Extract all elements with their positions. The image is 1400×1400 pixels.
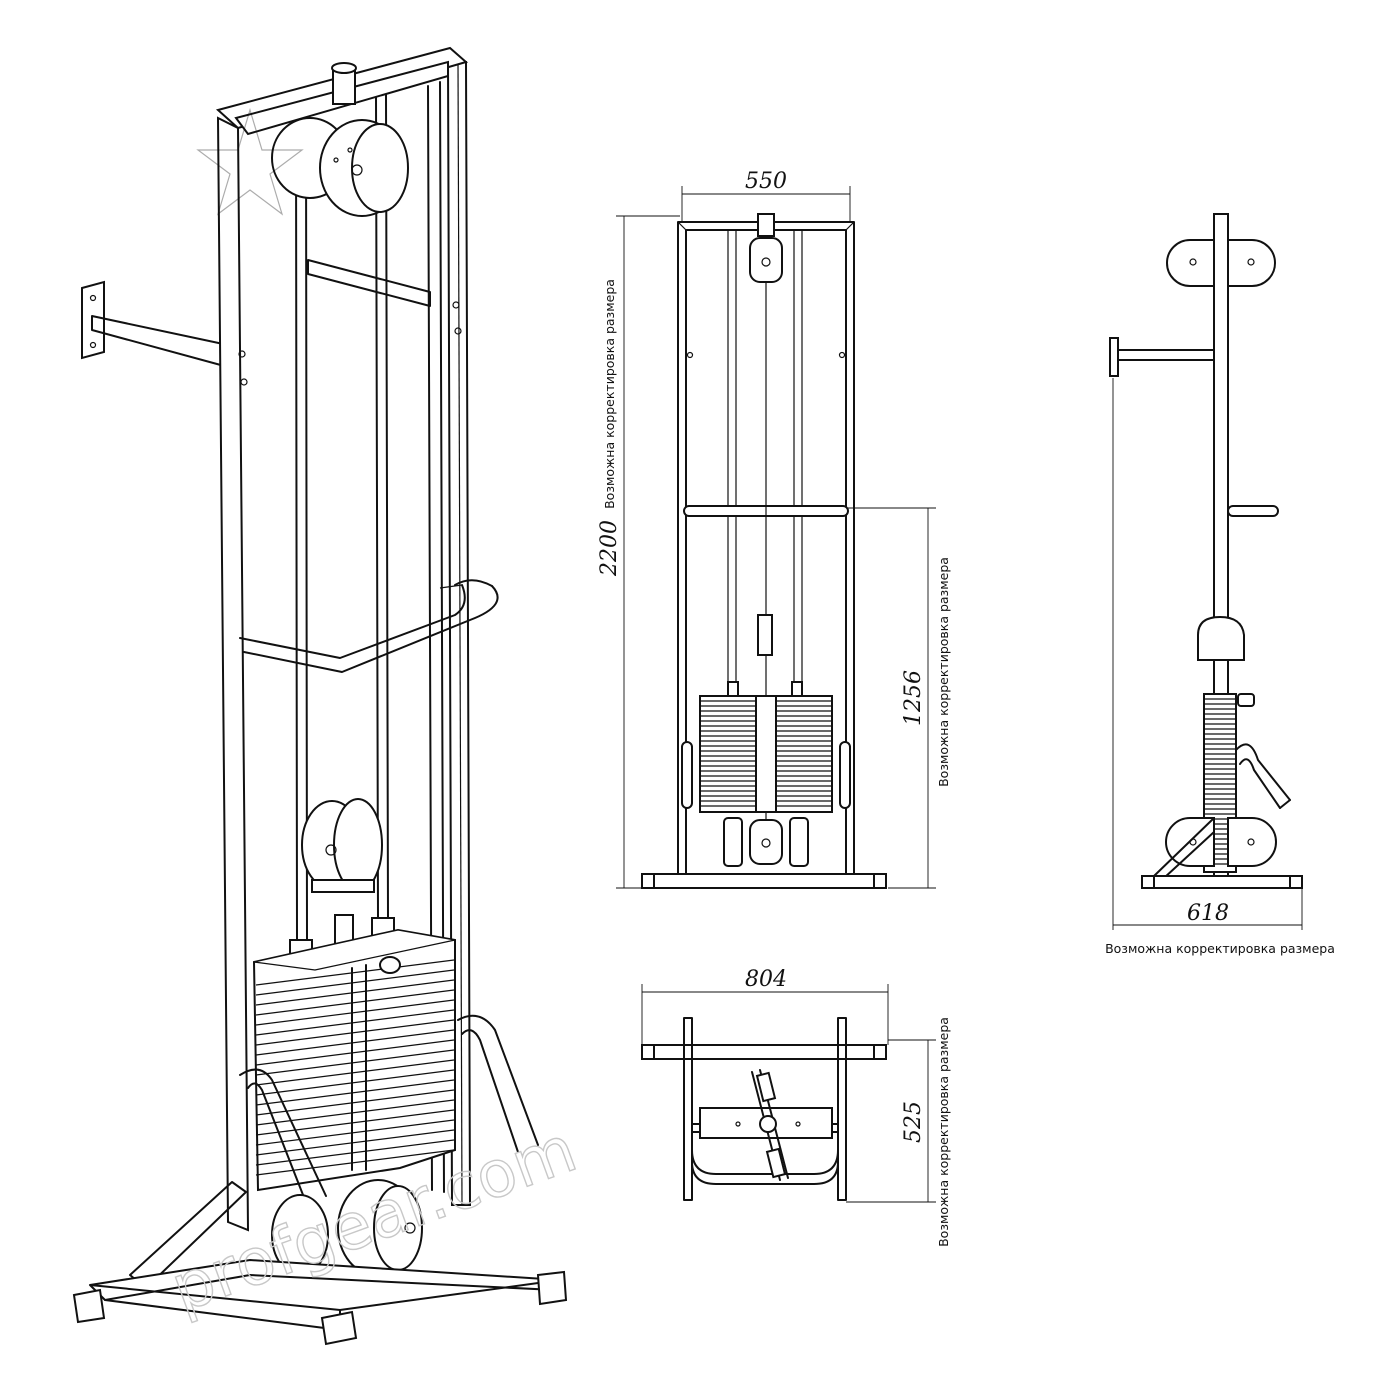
plate-line xyxy=(255,1019,455,1046)
dim-front-bar-height: 1256 xyxy=(901,670,926,726)
plate-line xyxy=(255,1129,455,1156)
plate-line xyxy=(255,1049,455,1076)
plate-line xyxy=(255,1029,455,1056)
plate-line xyxy=(255,1099,455,1126)
plate-line xyxy=(255,1069,455,1096)
plate-line xyxy=(255,1149,455,1176)
note-side-depth: Возможна корректировка размера xyxy=(1105,941,1335,956)
dim-side-depth: 618 xyxy=(1187,901,1229,926)
dim-top-width: 804 xyxy=(745,967,787,992)
side-view: 618 Возможна корректировка размера xyxy=(1105,213,1335,956)
note-front-height: Возможна корректировка размера xyxy=(602,279,617,509)
plate-line xyxy=(255,1079,455,1106)
plate-line xyxy=(255,1109,455,1136)
plate-line xyxy=(255,969,455,996)
dim-top-depth: 525 xyxy=(901,1101,926,1143)
plate-line xyxy=(255,1059,455,1086)
dim-front-height: 2200 xyxy=(597,520,622,577)
plate-line xyxy=(255,999,455,1026)
watermark-star-icon xyxy=(196,107,304,216)
plate-line xyxy=(255,1009,455,1036)
plate-line xyxy=(255,959,455,986)
plate-line xyxy=(255,1119,455,1146)
isometric-view xyxy=(72,46,568,1346)
plate-line xyxy=(255,1039,455,1066)
dim-front-width: 550 xyxy=(745,169,787,194)
top-view: 804 525 Возможна корректировка размера xyxy=(641,967,951,1247)
note-front-bar-height: Возможна корректировка размера xyxy=(936,557,951,787)
iso-weight-stack xyxy=(252,928,456,1192)
plate-line xyxy=(255,1089,455,1116)
plate-line xyxy=(255,989,455,1016)
plate-line xyxy=(255,979,455,1006)
front-view: 550 2200 Возможна корректировка размера … xyxy=(597,169,951,889)
note-top-depth: Возможна корректировка размера xyxy=(936,1017,951,1247)
